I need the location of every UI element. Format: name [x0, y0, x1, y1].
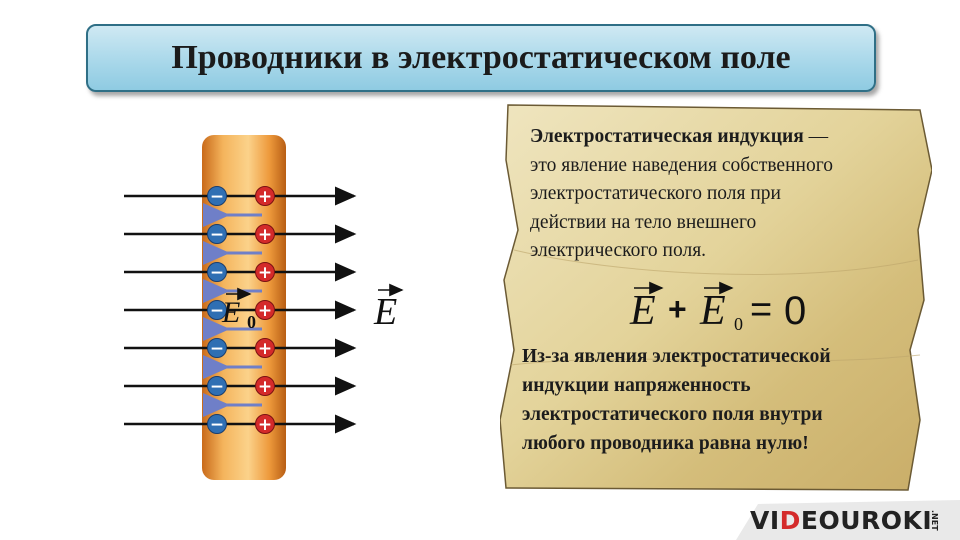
equation-plus: +	[668, 291, 687, 327]
conclusion-line-1: Из-за явления электростатической	[522, 346, 831, 367]
logo-suffix: EOUROKI	[800, 506, 933, 535]
negative-charge-sign: −	[210, 377, 224, 397]
positive-charge	[255, 262, 275, 282]
equation-e: E	[629, 288, 656, 334]
superposition-equation: E + E 0 = 0	[629, 281, 806, 334]
field-row: −+	[124, 376, 357, 417]
field-row: −+	[124, 262, 357, 303]
definition-term: Электростатическая индукция	[530, 126, 804, 147]
positive-charge-sign: +	[258, 263, 272, 283]
negative-charge	[207, 414, 227, 434]
definition-line-1: это явление наведения собственного	[530, 154, 833, 176]
conclusion-line-4: любого проводника равна нулю!	[522, 433, 809, 454]
negative-charge-sign: −	[210, 263, 224, 283]
negative-charge	[207, 338, 227, 358]
logo-accent: D	[779, 506, 801, 535]
conclusion-line-2: индукции напряженность	[522, 375, 751, 396]
positive-charge-sign: +	[258, 187, 272, 207]
external-field-symbol: E	[373, 291, 397, 333]
definition-text: Электростатическая индукция — это явлени…	[530, 123, 920, 266]
negative-charge-sign: −	[210, 415, 224, 435]
positive-charge	[255, 338, 275, 358]
internal-field-symbol: E	[221, 296, 240, 329]
positive-charge	[255, 186, 275, 206]
field-row: −+	[124, 300, 357, 341]
negative-charge-sign: −	[210, 339, 224, 359]
positive-charge-sign: +	[258, 339, 272, 359]
negative-charge-sign: −	[210, 187, 224, 207]
logo-background	[736, 500, 960, 540]
logo-domain: .NET	[930, 510, 939, 531]
definition-line-2: электростатического поля при	[530, 183, 781, 204]
field-row: −+	[124, 186, 357, 227]
videouroki-logo[interactable]: VIDEOUROKI	[750, 506, 932, 535]
logo-prefix: VI	[750, 506, 780, 535]
positive-charge	[255, 414, 275, 434]
negative-charge-sign: −	[210, 225, 224, 245]
negative-charge	[207, 376, 227, 396]
negative-charge	[207, 300, 227, 320]
field-row: −+	[124, 414, 357, 435]
slide-title: Проводники в электростатическом поле	[171, 39, 791, 76]
conductor-diagram: −+−+−+−+−+−+−+ E 0 E	[124, 135, 404, 480]
positive-charge-sign: +	[258, 225, 272, 245]
positive-charge-sign: +	[258, 301, 272, 321]
internal-field-subscript: 0	[247, 312, 256, 332]
equation-rhs: 0	[784, 289, 806, 333]
negative-charge-sign: −	[210, 301, 224, 321]
equation-e0: E	[699, 288, 726, 334]
field-row: −+	[124, 338, 357, 379]
negative-charge	[207, 224, 227, 244]
external-field-label: E	[373, 283, 404, 333]
positive-charge	[255, 224, 275, 244]
definition-line-3: действии на тело внешнего	[530, 211, 757, 233]
positive-charge	[255, 300, 275, 320]
field-rows: −+−+−+−+−+−+−+	[124, 186, 357, 435]
positive-charge-sign: +	[258, 377, 272, 397]
negative-charge	[207, 186, 227, 206]
definition-dash: —	[803, 126, 829, 147]
conclusion-text: Из-за явления электростатической индукци…	[522, 342, 922, 458]
field-row: −+	[124, 224, 357, 265]
definition-line-4: электрического поля.	[530, 240, 707, 261]
slide-title-box: Проводники в электростатическом поле	[86, 24, 876, 92]
internal-field-label: E 0	[221, 287, 256, 332]
equation-subscript: 0	[734, 314, 743, 334]
positive-charge-sign: +	[258, 415, 272, 435]
negative-charge	[207, 262, 227, 282]
positive-charge	[255, 376, 275, 396]
equation-equals: =	[750, 289, 772, 331]
paper-background	[500, 104, 932, 491]
conclusion-line-3: электростатического поля внутри	[522, 404, 823, 425]
